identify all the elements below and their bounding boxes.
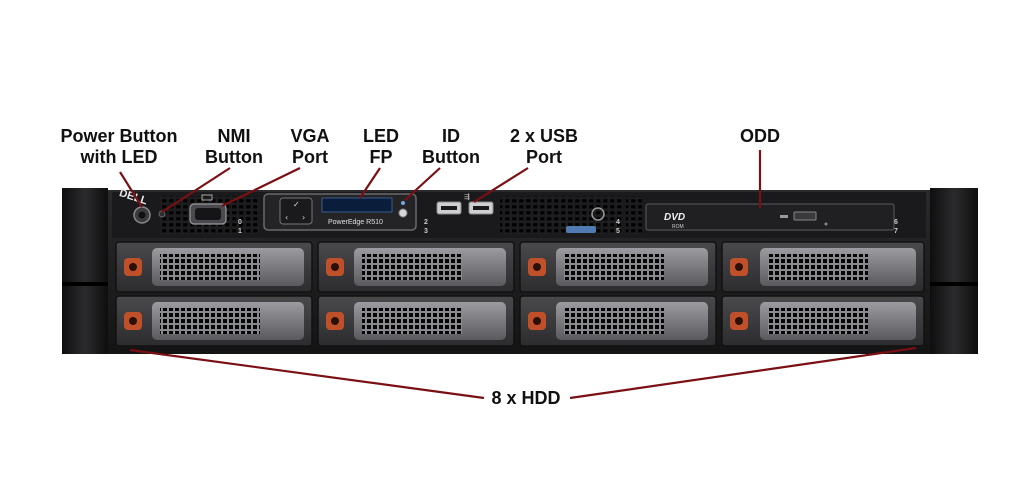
leader-led-fp (359, 167, 381, 199)
callout-vga-port: VGA Port (282, 126, 338, 168)
right-rack-ear (930, 188, 978, 354)
dvd-rom-label: ROM (672, 224, 684, 230)
callout-hdd: 8 x HDD (484, 388, 568, 409)
hdd-bay-3[interactable] (721, 241, 925, 293)
odd-activity-led (780, 215, 788, 218)
leader-id-button (404, 167, 441, 201)
dvd-logo: DVD (664, 212, 685, 223)
callout-vga-line2: Port (292, 147, 328, 167)
leader-usb-port (473, 167, 529, 203)
callout-id-line1: ID (442, 126, 460, 146)
port-number-3: 3 (424, 228, 428, 235)
hdd-bay-5[interactable] (317, 295, 515, 347)
callout-id-line2: Button (422, 147, 480, 167)
callout-led-fp: LED FP (355, 126, 407, 168)
callout-odd-line1: ODD (740, 126, 780, 146)
port-number-6: 6 (894, 219, 898, 226)
hdd-bay-1[interactable] (317, 241, 515, 293)
callout-power-line1: Power Button (60, 126, 178, 146)
callout-led-line1: LED (363, 126, 399, 146)
id-button[interactable] (398, 201, 408, 218)
usb-icon: ⇶ (464, 193, 470, 201)
chevron-right-icon: › (302, 213, 305, 222)
callout-power-line2: with LED (80, 147, 158, 167)
callout-nmi-line2: Button (205, 147, 263, 167)
callout-power-button: Power Button with LED (52, 126, 186, 168)
callout-nmi-line1: NMI (217, 126, 251, 146)
vent-grille-right (626, 196, 642, 234)
power-button[interactable] (133, 206, 151, 224)
left-rack-ear (62, 188, 108, 354)
check-icon: ✓ (293, 200, 300, 209)
optical-disc-drive[interactable]: DVD ROM (645, 203, 895, 231)
vent-grille-center (500, 196, 622, 234)
callout-nmi-button: NMI Button (198, 126, 270, 168)
callout-id-button: ID Button (415, 126, 487, 168)
vga-port-icon (201, 194, 213, 201)
usb-port-1[interactable] (436, 201, 462, 215)
port-number-1: 1 (238, 228, 242, 235)
port-number-7: 7 (894, 228, 898, 235)
port-number-5: 5 (616, 228, 620, 235)
drive-bays (115, 241, 925, 347)
leader-vga-port (221, 167, 301, 207)
leader-hdd-right (569, 346, 917, 400)
chevron-left-icon: ‹ (285, 213, 288, 222)
callout-usb-line2: Port (526, 147, 562, 167)
lcd-screen (321, 197, 393, 213)
odd-manual-eject-hole (824, 222, 828, 226)
service-tag-slot[interactable] (566, 207, 605, 233)
port-number-2: 2 (424, 219, 428, 226)
leader-nmi-button (161, 167, 231, 213)
hdd-bay-4[interactable] (115, 295, 313, 347)
model-label: PowerEdge R510 (328, 219, 383, 226)
callout-usb-port: 2 x USB Port (502, 126, 586, 168)
odd-eject-button[interactable] (793, 211, 817, 221)
hdd-bay-7[interactable] (721, 295, 925, 347)
hdd-bay-0[interactable] (115, 241, 313, 293)
leader-power-button (119, 171, 143, 208)
callout-led-line2: FP (369, 147, 393, 167)
hdd-bay-6[interactable] (519, 295, 717, 347)
port-number-0: 0 (238, 219, 242, 226)
lcd-nav-buttons[interactable]: ✓ ‹ › (279, 197, 313, 225)
callout-odd: ODD (728, 126, 792, 147)
usb-port-2[interactable] (468, 201, 494, 215)
vga-port[interactable] (189, 203, 227, 225)
port-number-4: 4 (616, 219, 620, 226)
leader-hdd-left (129, 348, 485, 400)
callout-vga-line1: VGA (290, 126, 330, 146)
hdd-bay-2[interactable] (519, 241, 717, 293)
callout-usb-line1: 2 x USB (509, 126, 579, 146)
callout-hdd-line1: 8 x HDD (491, 388, 561, 408)
